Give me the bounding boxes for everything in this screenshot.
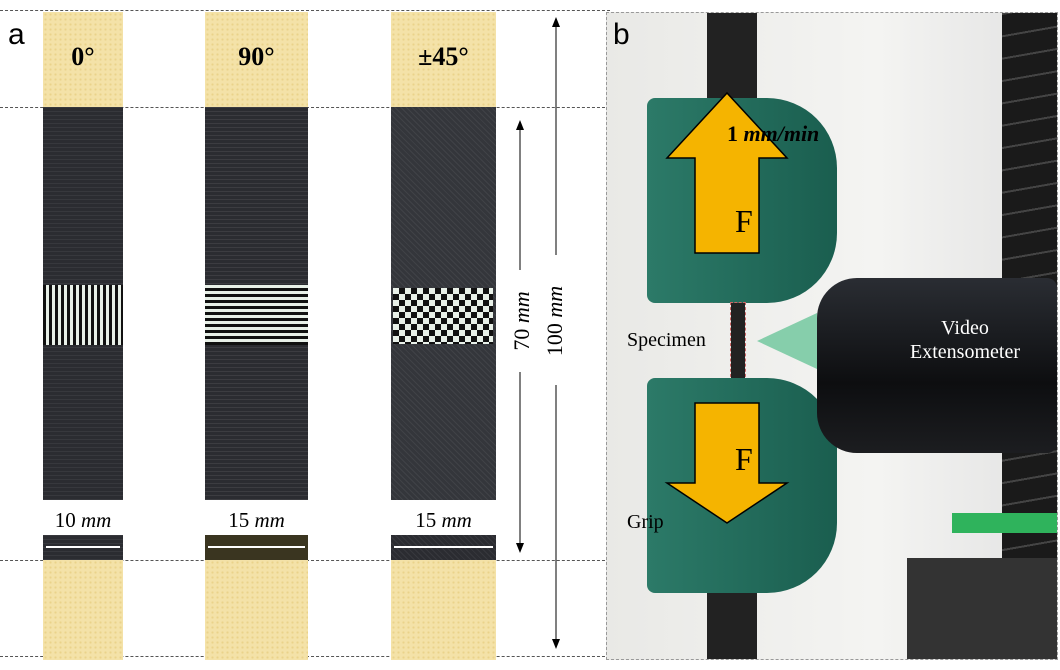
width-arrow: [208, 546, 305, 548]
width-label-45: 15 mm: [415, 508, 472, 532]
pattern-horizontal-stripes: [205, 285, 308, 345]
grip-label: Grip: [627, 511, 664, 533]
force-arrow-down-icon: [664, 402, 790, 524]
force-arrows: [664, 91, 790, 524]
width-label-0: 10 mm: [54, 508, 112, 532]
camera-view-cone: [757, 313, 817, 369]
panel-b-label: b: [613, 18, 630, 51]
total-length-label: 100 mm: [542, 285, 567, 357]
angle-label-0: 0°: [71, 42, 95, 71]
video-extensometer-camera: [817, 278, 1057, 453]
tab-bottom-45: [391, 560, 496, 660]
width-arrow: [46, 546, 120, 548]
width-arrow: [394, 546, 493, 548]
guide-line: [0, 10, 610, 11]
speed-label: 1 mm/min: [727, 121, 820, 146]
pattern-checkerboard: [393, 288, 493, 344]
angle-label-90: 90°: [238, 42, 275, 71]
tab-bottom-0: [43, 560, 123, 660]
tab-top-90: [205, 12, 308, 107]
specimen-label: Specimen: [627, 329, 706, 351]
dimension-arrows: [516, 17, 560, 649]
panel-a-label: a: [8, 18, 25, 51]
gauge-length-label: 70 mm: [509, 291, 534, 351]
lower-rod: [707, 593, 757, 659]
specimen: [730, 302, 746, 382]
tab-bottom-90: [205, 560, 308, 660]
upper-rod: [707, 13, 757, 108]
camera-mount: [907, 558, 1057, 659]
angle-label-45: ±45°: [418, 42, 469, 71]
pattern-vertical-stripes: [43, 285, 123, 345]
width-label-90: 15 mm: [228, 508, 285, 532]
force-label-up: F: [735, 203, 753, 239]
green-bracket: [952, 513, 1057, 533]
tab-top-45: [391, 12, 496, 107]
tab-top-0: [43, 12, 123, 107]
force-label-down: F: [735, 441, 753, 477]
force-arrow-up-icon: [665, 91, 789, 254]
